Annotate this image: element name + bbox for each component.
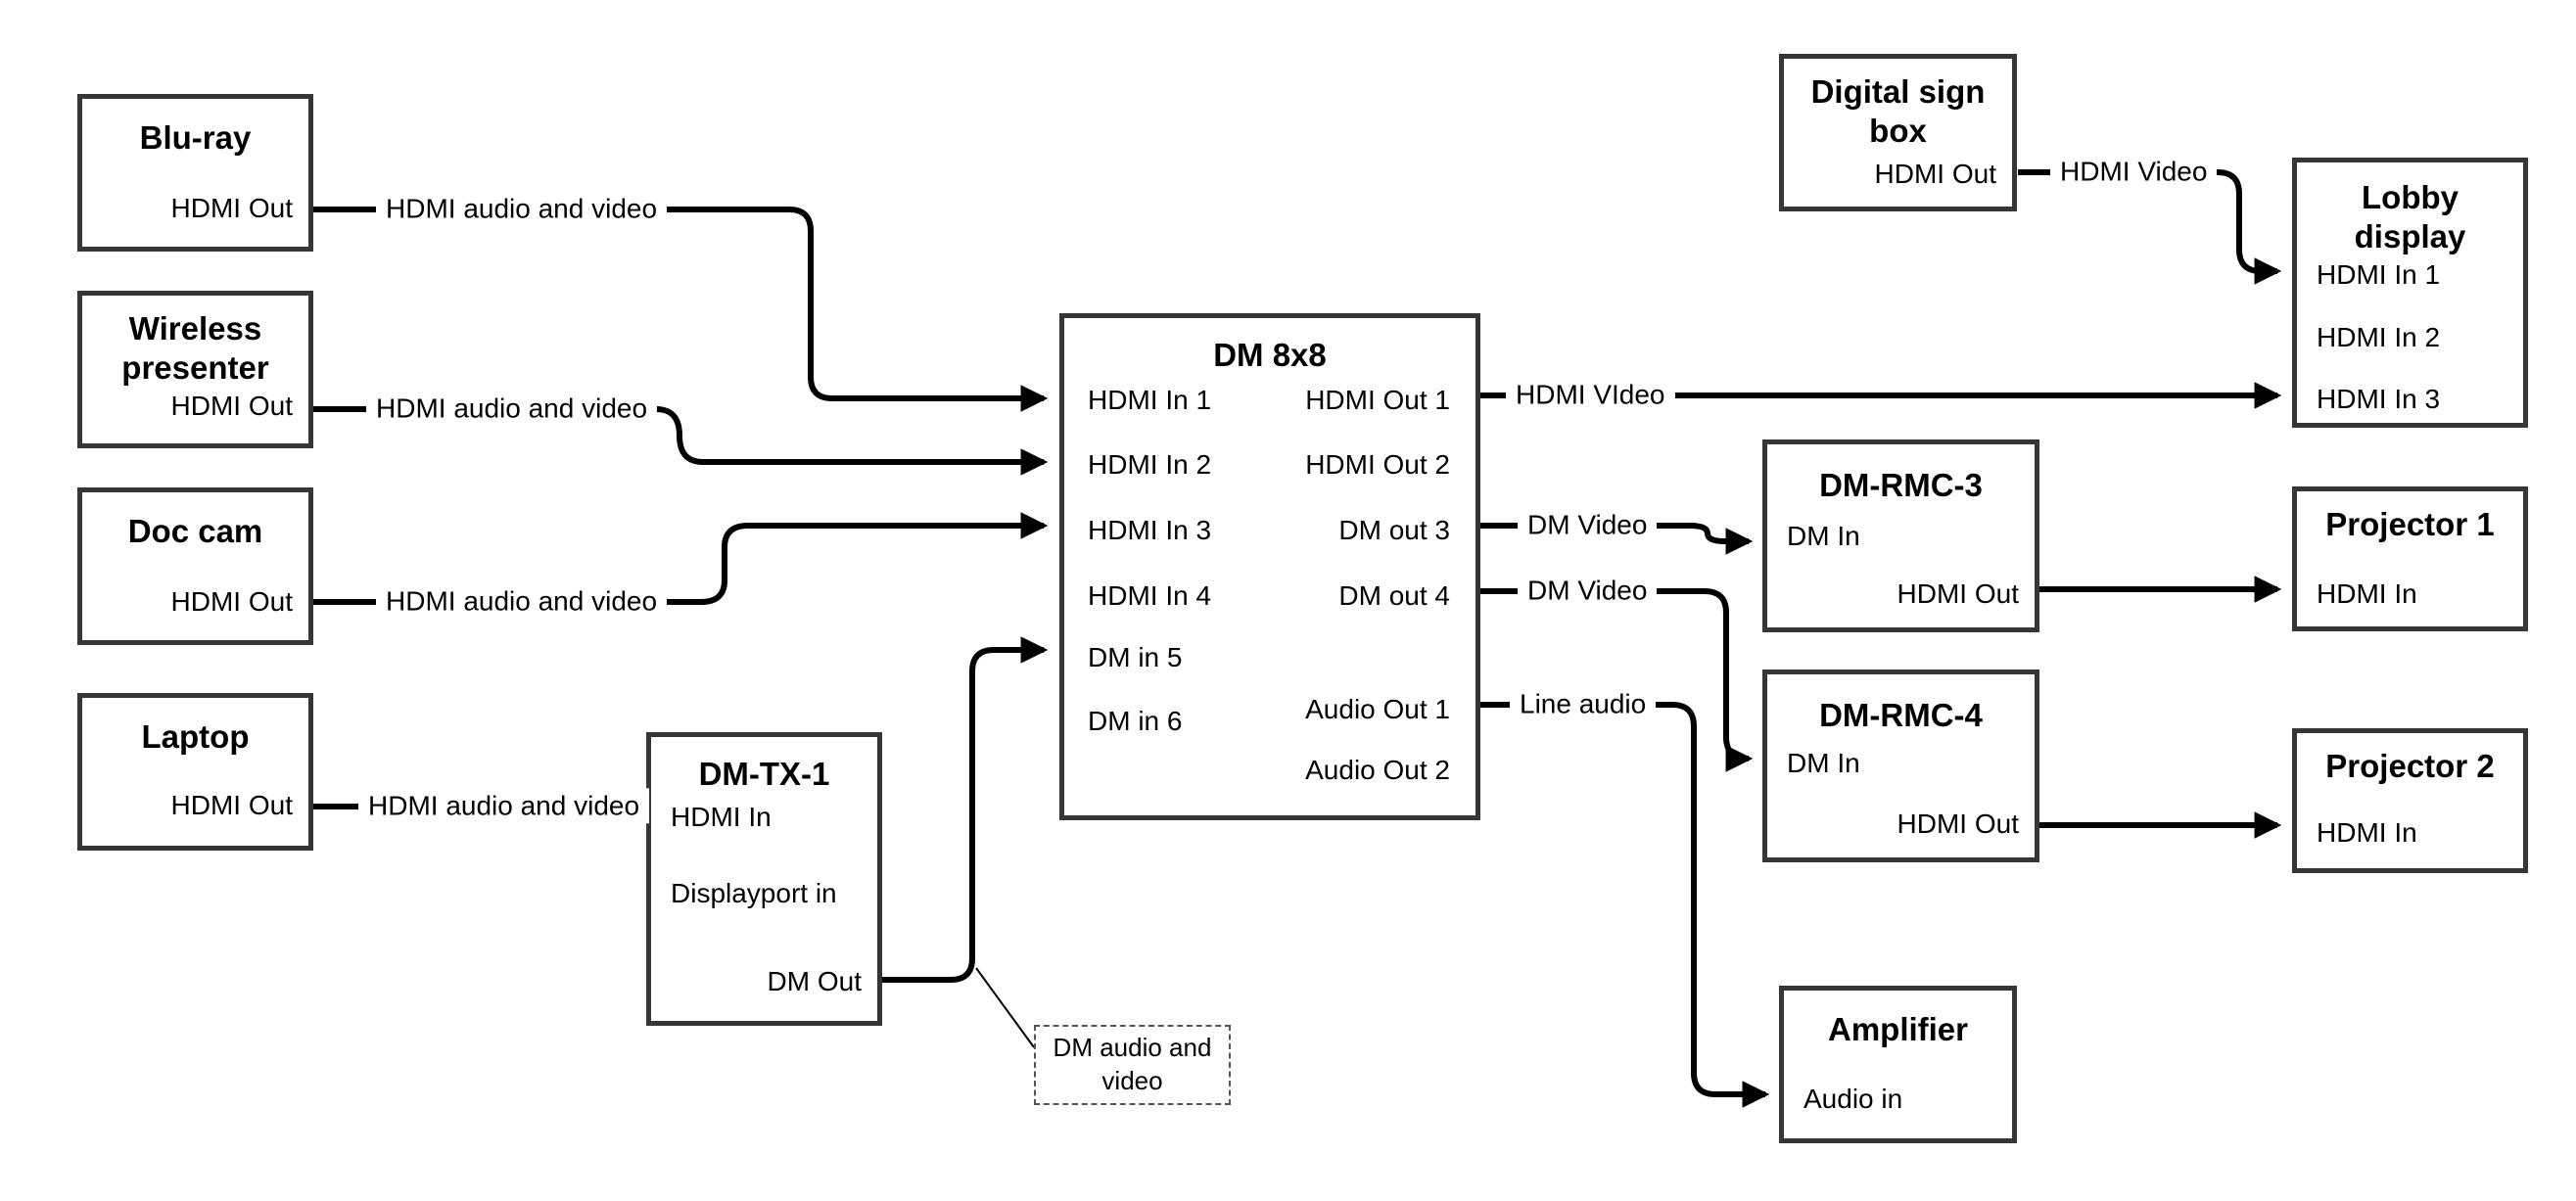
connector-dm8x8-out3-to-dmrmc3-dmin bbox=[1480, 523, 1754, 555]
node-title: Amplifier bbox=[1827, 1011, 1969, 1047]
node-projector-2: Projector 2 HDMI In bbox=[2292, 728, 2528, 873]
node-title: Laptop bbox=[141, 718, 250, 755]
node-amplifier: Amplifier Audio in bbox=[1779, 986, 2017, 1143]
connector-bluray-to-dm8x8-in1 bbox=[313, 207, 1049, 412]
port-hdmi-out: HDMI Out bbox=[170, 193, 293, 223]
port-dm-in-6: DM in 6 bbox=[1088, 706, 1183, 736]
node-title: DM-RMC-3 bbox=[1819, 467, 1983, 503]
port-dm-out-4: DM out 4 bbox=[1338, 580, 1450, 611]
node-projector-1: Projector 1 HDMI In bbox=[2292, 486, 2528, 631]
port-hdmi-in-2: HDMI In 2 bbox=[1088, 449, 1212, 480]
port-hdmi-out: HDMI Out bbox=[170, 790, 293, 820]
port-hdmi-out: HDMI Out bbox=[170, 391, 293, 421]
wire-label-hdmi-audio-video-4: HDMI audio and video bbox=[358, 788, 650, 824]
port-audio-out-2: Audio Out 2 bbox=[1305, 755, 1450, 785]
node-title: DM-TX-1 bbox=[698, 756, 830, 792]
connector-digitalsign-to-lobby-in1 bbox=[2018, 169, 2282, 285]
node-dm-8x8: DM 8x8 HDMI In 1 HDMI In 2 HDMI In 3 HDM… bbox=[1059, 313, 1480, 820]
port-hdmi-in-3: HDMI In 3 bbox=[2317, 384, 2441, 414]
port-hdmi-out: HDMI Out bbox=[1874, 159, 1996, 189]
port-audio-in: Audio in bbox=[1803, 1084, 1903, 1114]
port-hdmi-out: HDMI Out bbox=[170, 586, 293, 617]
connector-dm8x8-audio1-to-amplifier bbox=[1480, 702, 1770, 1108]
note-text: DM audio and video bbox=[1053, 1033, 1212, 1095]
port-hdmi-out-1: HDMI Out 1 bbox=[1305, 385, 1450, 415]
node-laptop: Laptop HDMI Out bbox=[77, 693, 313, 851]
port-hdmi-in: HDMI In bbox=[671, 802, 772, 832]
connector-wireless-to-dm8x8-in2 bbox=[313, 406, 1049, 476]
wire-label-hdmi-audio-video-3: HDMI audio and video bbox=[376, 583, 668, 620]
node-dm-rmc-4: DM-RMC-4 DM In HDMI Out bbox=[1762, 670, 2039, 862]
node-title: Lobby display bbox=[2354, 179, 2466, 254]
port-displayport-in: Displayport in bbox=[671, 878, 837, 908]
wire-label-dm-video-3: DM Video bbox=[1518, 507, 1658, 543]
node-title: Projector 2 bbox=[2325, 748, 2495, 784]
node-doc-cam: Doc cam HDMI Out bbox=[77, 487, 313, 645]
node-title: Doc cam bbox=[127, 513, 263, 549]
wire-label-dm-video-4: DM Video bbox=[1518, 573, 1658, 609]
connector-doccam-to-dm8x8-in3 bbox=[313, 512, 1049, 605]
port-hdmi-in: HDMI In bbox=[2317, 817, 2417, 848]
port-hdmi-out: HDMI Out bbox=[1897, 808, 2019, 839]
node-title: DM-RMC-4 bbox=[1819, 697, 1983, 733]
node-title: DM 8x8 bbox=[1213, 337, 1327, 373]
wire-label-hdmi-video-out1: HDMI VIdeo bbox=[1506, 377, 1675, 413]
port-dm-out-3: DM out 3 bbox=[1338, 515, 1450, 545]
connector-dm8x8-out4-to-dmrmc4-dmin bbox=[1480, 588, 1754, 772]
node-wireless-presenter: Wireless presenter HDMI Out bbox=[77, 291, 313, 448]
port-hdmi-in-1: HDMI In 1 bbox=[1088, 385, 1212, 415]
wire-label-hdmi-audio-video-1: HDMI audio and video bbox=[376, 191, 668, 227]
port-hdmi-in-4: HDMI In 4 bbox=[1088, 580, 1212, 611]
node-digital-sign-box: Digital sign box HDMI Out bbox=[1779, 54, 2017, 211]
node-title: Projector 1 bbox=[2325, 506, 2495, 542]
note-callout-line bbox=[975, 967, 1035, 1048]
connector-dmtx1-dmout-to-dm8x8-in5 bbox=[882, 636, 1049, 983]
port-hdmi-out: HDMI Out bbox=[1897, 578, 2019, 609]
wire-label-hdmi-video-sign: HDMI Video bbox=[2050, 154, 2218, 190]
node-dm-rmc-3: DM-RMC-3 DM In HDMI Out bbox=[1762, 439, 2039, 632]
wire-label-line-audio: Line audio bbox=[1510, 686, 1657, 722]
node-lobby-display: Lobby display HDMI In 1 HDMI In 2 HDMI I… bbox=[2292, 158, 2528, 428]
port-hdmi-in: HDMI In bbox=[2317, 578, 2417, 609]
port-dm-in: DM In bbox=[1787, 521, 1860, 551]
node-title: Blu-ray bbox=[139, 119, 252, 156]
wire-label-hdmi-audio-video-2: HDMI audio and video bbox=[366, 391, 658, 427]
port-dm-in-5: DM in 5 bbox=[1088, 642, 1183, 672]
port-hdmi-in-1: HDMI In 1 bbox=[2317, 259, 2441, 290]
port-dm-out: DM Out bbox=[767, 966, 862, 996]
port-hdmi-out-2: HDMI Out 2 bbox=[1305, 449, 1450, 480]
note-dm-audio-and-video: DM audio and video bbox=[1034, 1025, 1231, 1105]
node-title: Wireless presenter bbox=[121, 310, 269, 386]
port-dm-in: DM In bbox=[1787, 748, 1860, 778]
port-audio-out-1: Audio Out 1 bbox=[1305, 694, 1450, 724]
node-title: Digital sign box bbox=[1810, 73, 1986, 149]
node-blu-ray: Blu-ray HDMI Out bbox=[77, 94, 313, 252]
node-dm-tx-1: DM-TX-1 HDMI In Displayport in DM Out bbox=[646, 732, 882, 1026]
port-hdmi-in-2: HDMI In 2 bbox=[2317, 322, 2441, 352]
port-hdmi-in-3: HDMI In 3 bbox=[1088, 515, 1212, 545]
